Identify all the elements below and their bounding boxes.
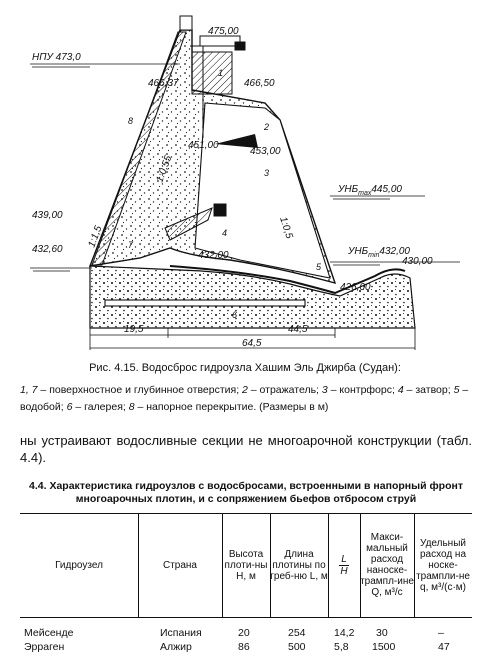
spillway-section-drawing: НПУ 473,0 475,00 466,37 466,50 451,00 45… (30, 15, 460, 350)
elev-453: 453,00 (250, 146, 281, 157)
gallery (104, 299, 306, 307)
callout-7: 7 (128, 240, 134, 250)
gate (164, 203, 227, 241)
figure-caption: Рис. 4.15. Водосброс гидроузла Хашим Эль… (89, 362, 401, 374)
callout-1: 1 (218, 68, 223, 78)
elev-432: 432,00 (198, 250, 229, 261)
crest-structure (179, 15, 246, 138)
header-specific: Удельный расход на носке-трампли-не q, м… (416, 537, 470, 593)
dim-19-5: 19,5 (124, 324, 144, 335)
unb-max-label: УНБmax445,00 (337, 184, 402, 197)
elev-430: 430,00 (402, 256, 433, 267)
header-discharge: Макси-мальный расход наноске-трампл-ине … (360, 532, 414, 598)
table-header-rule (20, 617, 472, 618)
npu-label: НПУ 473,0 (32, 52, 81, 63)
buttress (194, 102, 331, 279)
elev-439: 439,00 (32, 210, 63, 221)
callout-6: 6 (232, 310, 237, 320)
callout-5: 5 (316, 262, 322, 272)
dim-64-5: 64,5 (242, 338, 262, 349)
dimension-lines (89, 328, 416, 350)
reflector (215, 134, 258, 148)
apron (169, 265, 406, 295)
table-top-rule (20, 513, 472, 514)
elev-466-50: 466,50 (244, 78, 275, 89)
header-hydro: Гидроузел (55, 559, 103, 571)
elev-432-60: 432,60 (32, 244, 63, 255)
callout-3: 3 (264, 168, 269, 178)
callouts: 1 2 3 4 5 6 7 8 (128, 68, 322, 320)
header-height: Высота плоти-ны H, м (224, 548, 268, 582)
figure-legend: 1, 7 – поверхностное и глубинное отверст… (20, 384, 469, 413)
callout-4: 4 (222, 228, 227, 238)
header-country: Страна (162, 559, 197, 571)
water-levels (30, 63, 460, 272)
callout-2: 2 (263, 122, 269, 132)
elev-475: 475,00 (208, 26, 239, 37)
pressure-deck (91, 31, 187, 266)
foundation-rock (89, 265, 416, 329)
table-title: 4.4. Характеристика гидроузлов с водосбр… (29, 480, 463, 505)
body-paragraph: ны устраивают водосливные секции не мног… (20, 433, 472, 465)
data-table: Гидроузел Страна Высота плоти-ны H, м Дл… (20, 513, 472, 663)
unb-min-label: УНБmin432,00 (347, 246, 410, 259)
elevation-labels: НПУ 473,0 475,00 466,37 466,50 451,00 45… (32, 26, 433, 293)
elev-466-37: 466,37 (148, 78, 179, 89)
elev-426: 426,00 (340, 282, 371, 293)
elev-451: 451,00 (188, 140, 219, 151)
callout-8: 8 (128, 116, 133, 126)
header-ratio: L H (339, 553, 349, 577)
header-length: Длина плотины по греб-ню L, м (270, 548, 328, 582)
dim-44-5: 44,5 (288, 324, 308, 335)
